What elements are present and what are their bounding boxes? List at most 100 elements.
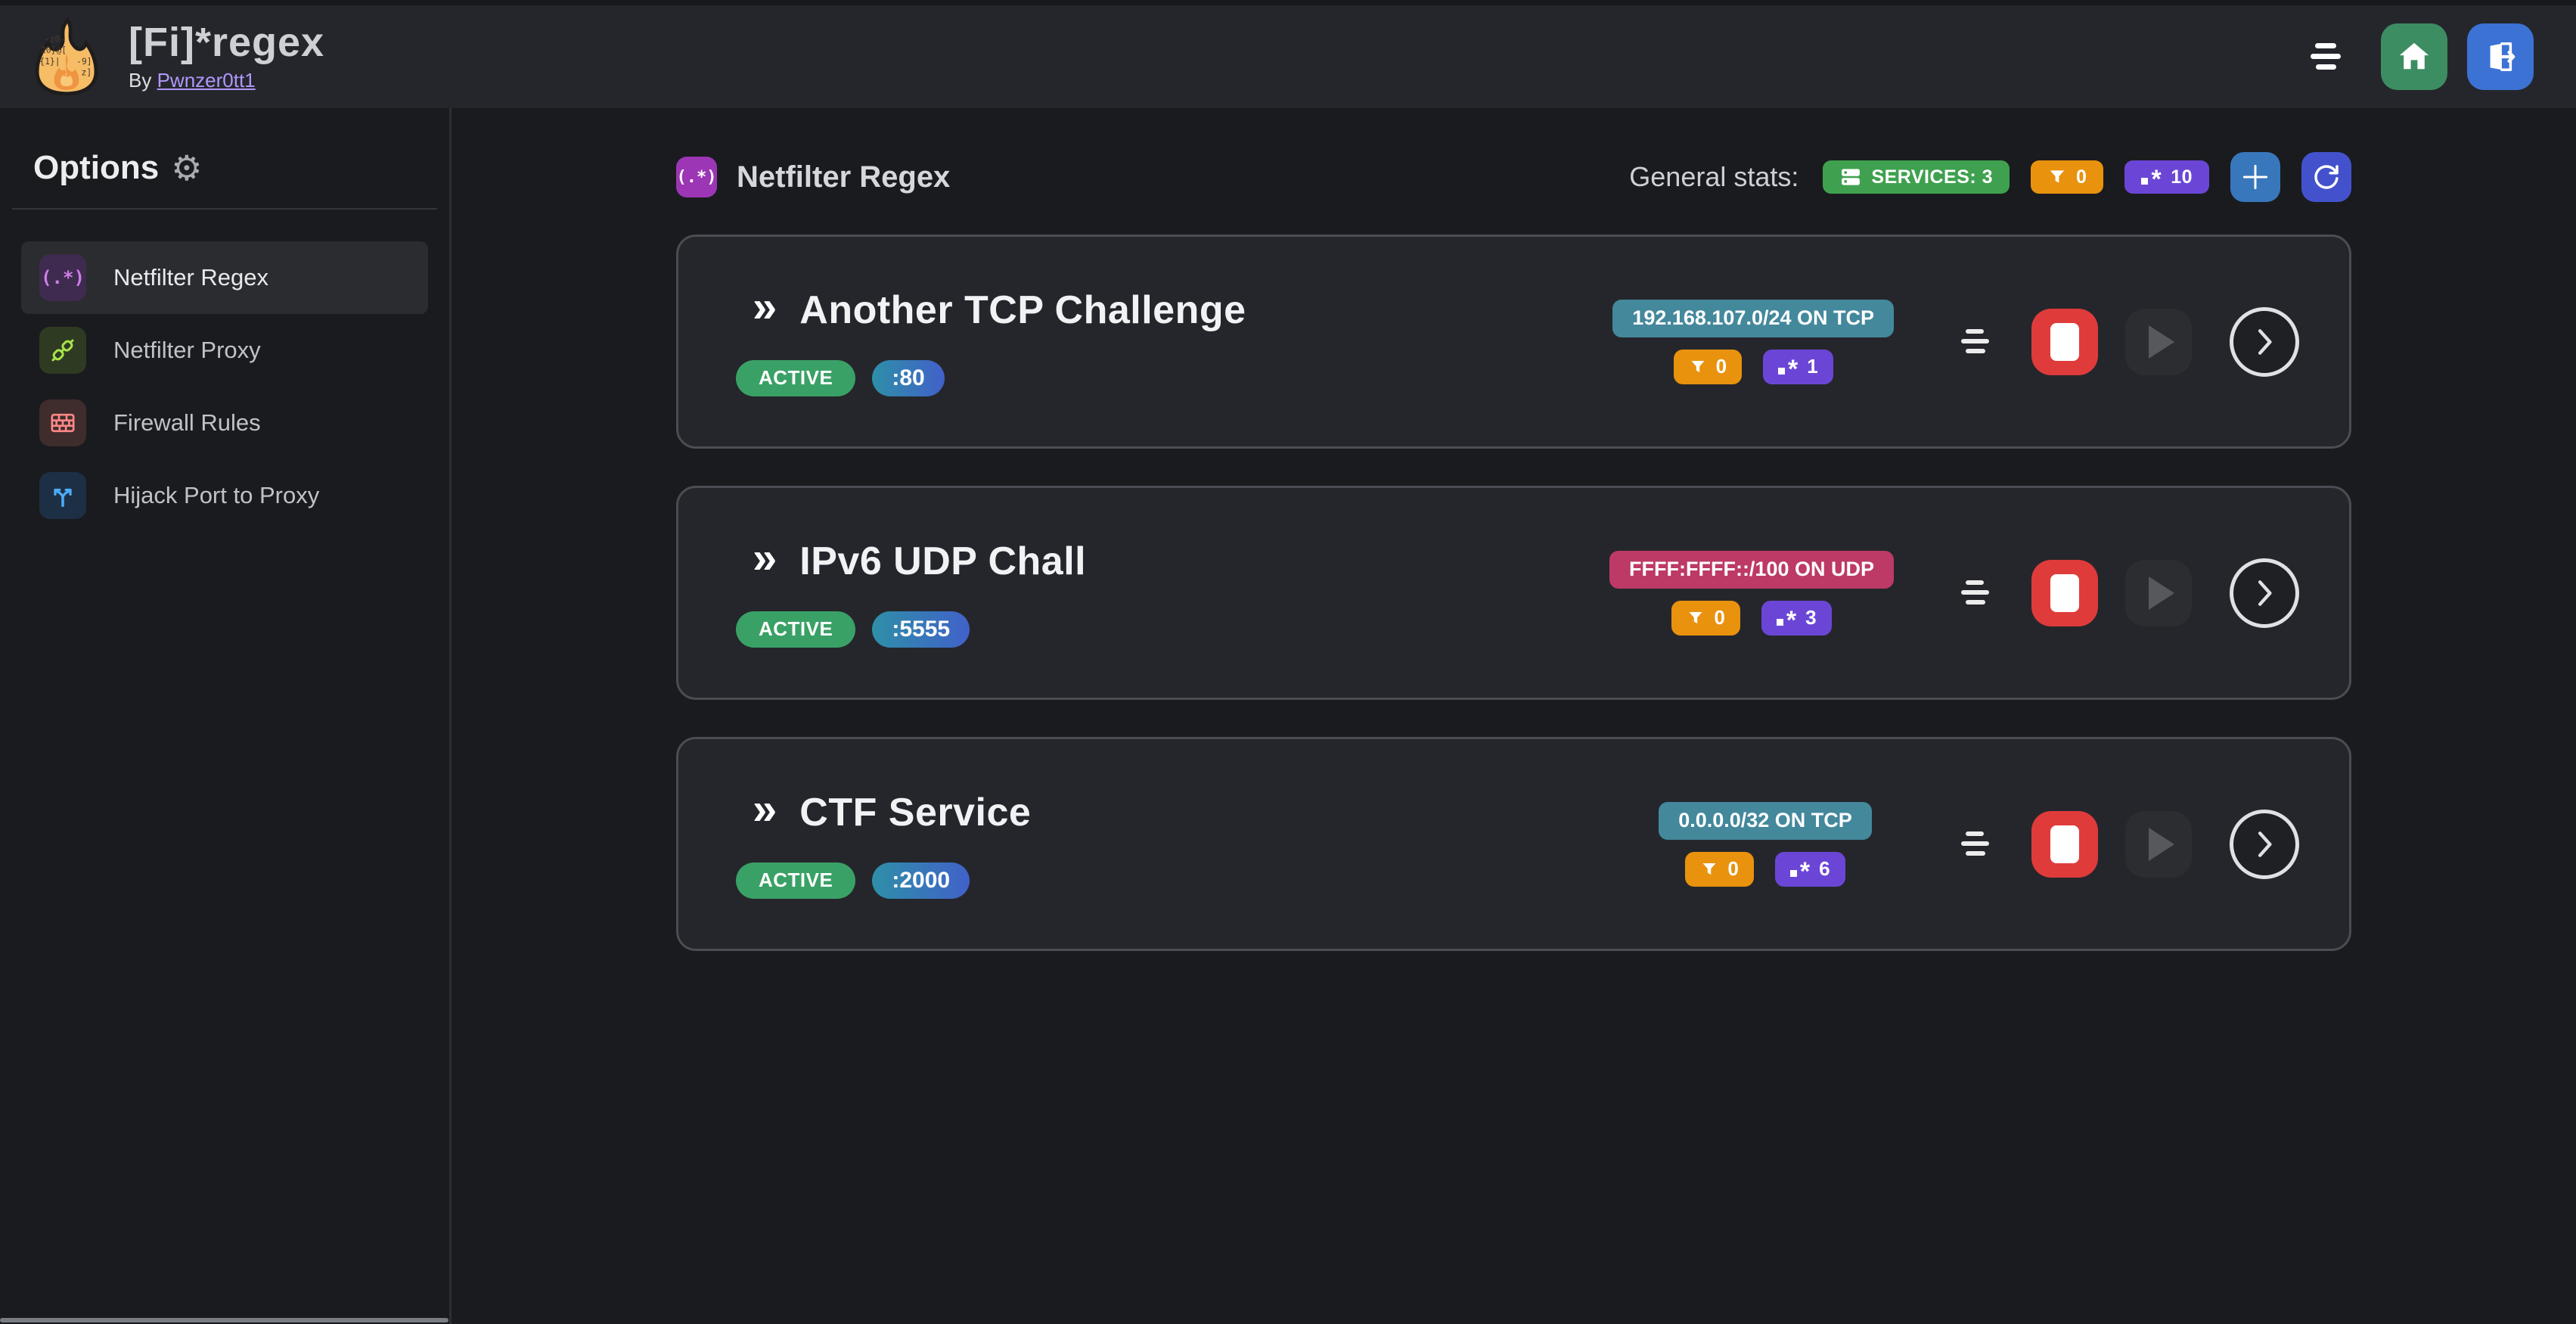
- svg-text:20}@[: 20}@[: [41, 45, 67, 55]
- logout-button[interactable]: [2467, 23, 2534, 90]
- refresh-button[interactable]: [2301, 152, 2351, 202]
- section-header: (.*) Netfilter Regex General stats: SERV…: [676, 152, 2351, 202]
- window-top-edge: [0, 0, 2576, 5]
- svg-text:-9]: -9]: [76, 56, 92, 67]
- service-name: CTF Service: [799, 790, 1032, 834]
- filter-funnel-icon: [1702, 862, 1716, 875]
- sidebar-item-label: Firewall Rules: [113, 409, 261, 436]
- open-service-button[interactable]: [2230, 558, 2299, 628]
- service-list: » Another TCP Challenge ACTIVE :80 192.1…: [676, 235, 2351, 951]
- byline: By Pwnzer0tt1: [129, 69, 324, 92]
- menu-lines-icon: [1961, 580, 1989, 605]
- service-card: » CTF Service ACTIVE :2000 0.0.0.0/32 ON…: [676, 737, 2351, 951]
- server-icon: [1842, 169, 1861, 185]
- brick-wall-icon: [39, 399, 86, 446]
- regex-count-badge: 10: [2124, 160, 2209, 194]
- filter-funnel-icon: [2050, 170, 2065, 183]
- general-stats-label: General stats:: [1629, 161, 1799, 192]
- add-service-button[interactable]: [2230, 152, 2280, 202]
- author-link[interactable]: Pwnzer0tt1: [157, 68, 256, 92]
- filters-mini-badge: 0: [1671, 600, 1740, 636]
- play-icon: [2149, 576, 2174, 610]
- svg-text:-z0-: -z0-: [45, 34, 65, 45]
- sidebar-item-netfilter-regex[interactable]: (.*) Netfilter Regex: [21, 241, 428, 314]
- app-title: [Fi]*regex: [129, 20, 325, 66]
- stop-icon: [2050, 322, 2079, 361]
- stop-icon: [2050, 573, 2079, 612]
- plug-icon: [39, 327, 86, 374]
- refresh-icon: [2314, 165, 2339, 189]
- open-service-button[interactable]: [2230, 306, 2299, 377]
- chevron-right-icon: [2258, 831, 2272, 857]
- svg-text:z]: z]: [82, 67, 92, 77]
- double-chevron-marker: »: [753, 784, 777, 834]
- options-heading: Options: [33, 149, 160, 186]
- chevron-right-icon: [2258, 580, 2272, 606]
- stop-service-button[interactable]: [2031, 308, 2098, 375]
- main-content: (.*) Netfilter Regex General stats: SERV…: [452, 108, 2576, 1324]
- status-badge: ACTIVE: [736, 611, 856, 648]
- split-arrows-icon: [39, 472, 86, 519]
- play-icon: [2149, 325, 2174, 359]
- gear-icon: ⚙: [171, 148, 203, 188]
- filters-count-badge: 0: [2031, 160, 2104, 194]
- filters-mini-badge: 0: [1673, 349, 1743, 384]
- section-title: Netfilter Regex: [737, 160, 951, 194]
- service-card: » IPv6 UDP Chall ACTIVE :5555 FFFF:FFFF:…: [676, 486, 2351, 700]
- header-actions: [2293, 23, 2534, 91]
- sidebar-item-firewall-rules[interactable]: Firewall Rules: [21, 387, 428, 459]
- horizontal-scrollbar[interactable]: [0, 1318, 448, 1322]
- filter-funnel-icon: [1689, 611, 1702, 623]
- header-menu-button[interactable]: [2293, 23, 2361, 91]
- plus-icon: [2242, 164, 2268, 190]
- sidebar-item-label: Netfilter Regex: [113, 264, 269, 291]
- stop-icon: [2050, 825, 2079, 863]
- service-name: IPv6 UDP Chall: [799, 539, 1087, 583]
- address-badge: FFFF:FFFF::/100 ON UDP: [1609, 550, 1894, 589]
- sidebar-heading: Options ⚙: [0, 148, 449, 188]
- service-card: » Another TCP Challenge ACTIVE :80 192.1…: [676, 235, 2351, 449]
- sidebar-nav: (.*) Netfilter Regex Netfilter Proxy: [0, 210, 449, 532]
- sidebar-item-label: Hijack Port to Proxy: [113, 482, 320, 508]
- start-service-button[interactable]: [2125, 308, 2192, 375]
- status-badge: ACTIVE: [736, 862, 856, 899]
- stop-service-button[interactable]: [2031, 810, 2098, 878]
- address-badge: 0.0.0.0/32 ON TCP: [1659, 801, 1872, 840]
- regex-dot-star-icon: [1789, 859, 1810, 880]
- status-badge: ACTIVE: [736, 359, 856, 396]
- port-badge: :2000: [872, 862, 970, 899]
- app-header: -z0- 20}@[ {1}| -9] z] [Fi]*regex By Pwn…: [0, 5, 2576, 108]
- regex-mini-badge: 6: [1774, 851, 1845, 887]
- stop-service-button[interactable]: [2031, 559, 2098, 626]
- double-chevron-marker: »: [753, 533, 777, 583]
- home-button[interactable]: [2381, 23, 2447, 90]
- service-menu-button[interactable]: [1953, 319, 1998, 365]
- regex-section-icon: (.*): [676, 157, 717, 197]
- regex-dot-star-icon: [1776, 608, 1796, 629]
- regex-mini-badge: 3: [1761, 600, 1832, 636]
- sidebar-item-hijack-port[interactable]: Hijack Port to Proxy: [21, 459, 428, 532]
- svg-text:{1}|: {1}|: [39, 56, 60, 67]
- menu-lines-icon: [2311, 43, 2341, 70]
- brand-text: [Fi]*regex By Pwnzer0tt1: [129, 21, 324, 92]
- service-menu-button[interactable]: [1953, 822, 1998, 867]
- open-service-button[interactable]: [2230, 809, 2299, 879]
- sidebar-item-label: Netfilter Proxy: [113, 337, 261, 363]
- regex-dot-star-icon: [1778, 356, 1798, 378]
- service-menu-button[interactable]: [1953, 570, 1998, 616]
- start-service-button[interactable]: [2125, 559, 2192, 626]
- start-service-button[interactable]: [2125, 810, 2192, 878]
- regex-icon: (.*): [39, 254, 86, 301]
- play-icon: [2149, 827, 2174, 861]
- sidebar-item-netfilter-proxy[interactable]: Netfilter Proxy: [21, 314, 428, 387]
- port-badge: :5555: [872, 611, 970, 648]
- address-badge: 192.168.107.0/24 ON TCP: [1612, 299, 1894, 337]
- menu-lines-icon: [1961, 328, 1989, 353]
- sidebar: Options ⚙ (.*) Netfilter Regex: [0, 108, 452, 1324]
- menu-lines-icon: [1961, 831, 1989, 856]
- service-name: Another TCP Challenge: [799, 287, 1246, 332]
- brand: -z0- 20}@[ {1}| -9] z] [Fi]*regex By Pwn…: [27, 17, 324, 96]
- filter-funnel-icon: [1691, 360, 1705, 372]
- services-count-badge: SERVICES: 3: [1823, 160, 2010, 194]
- home-icon: [2399, 42, 2429, 70]
